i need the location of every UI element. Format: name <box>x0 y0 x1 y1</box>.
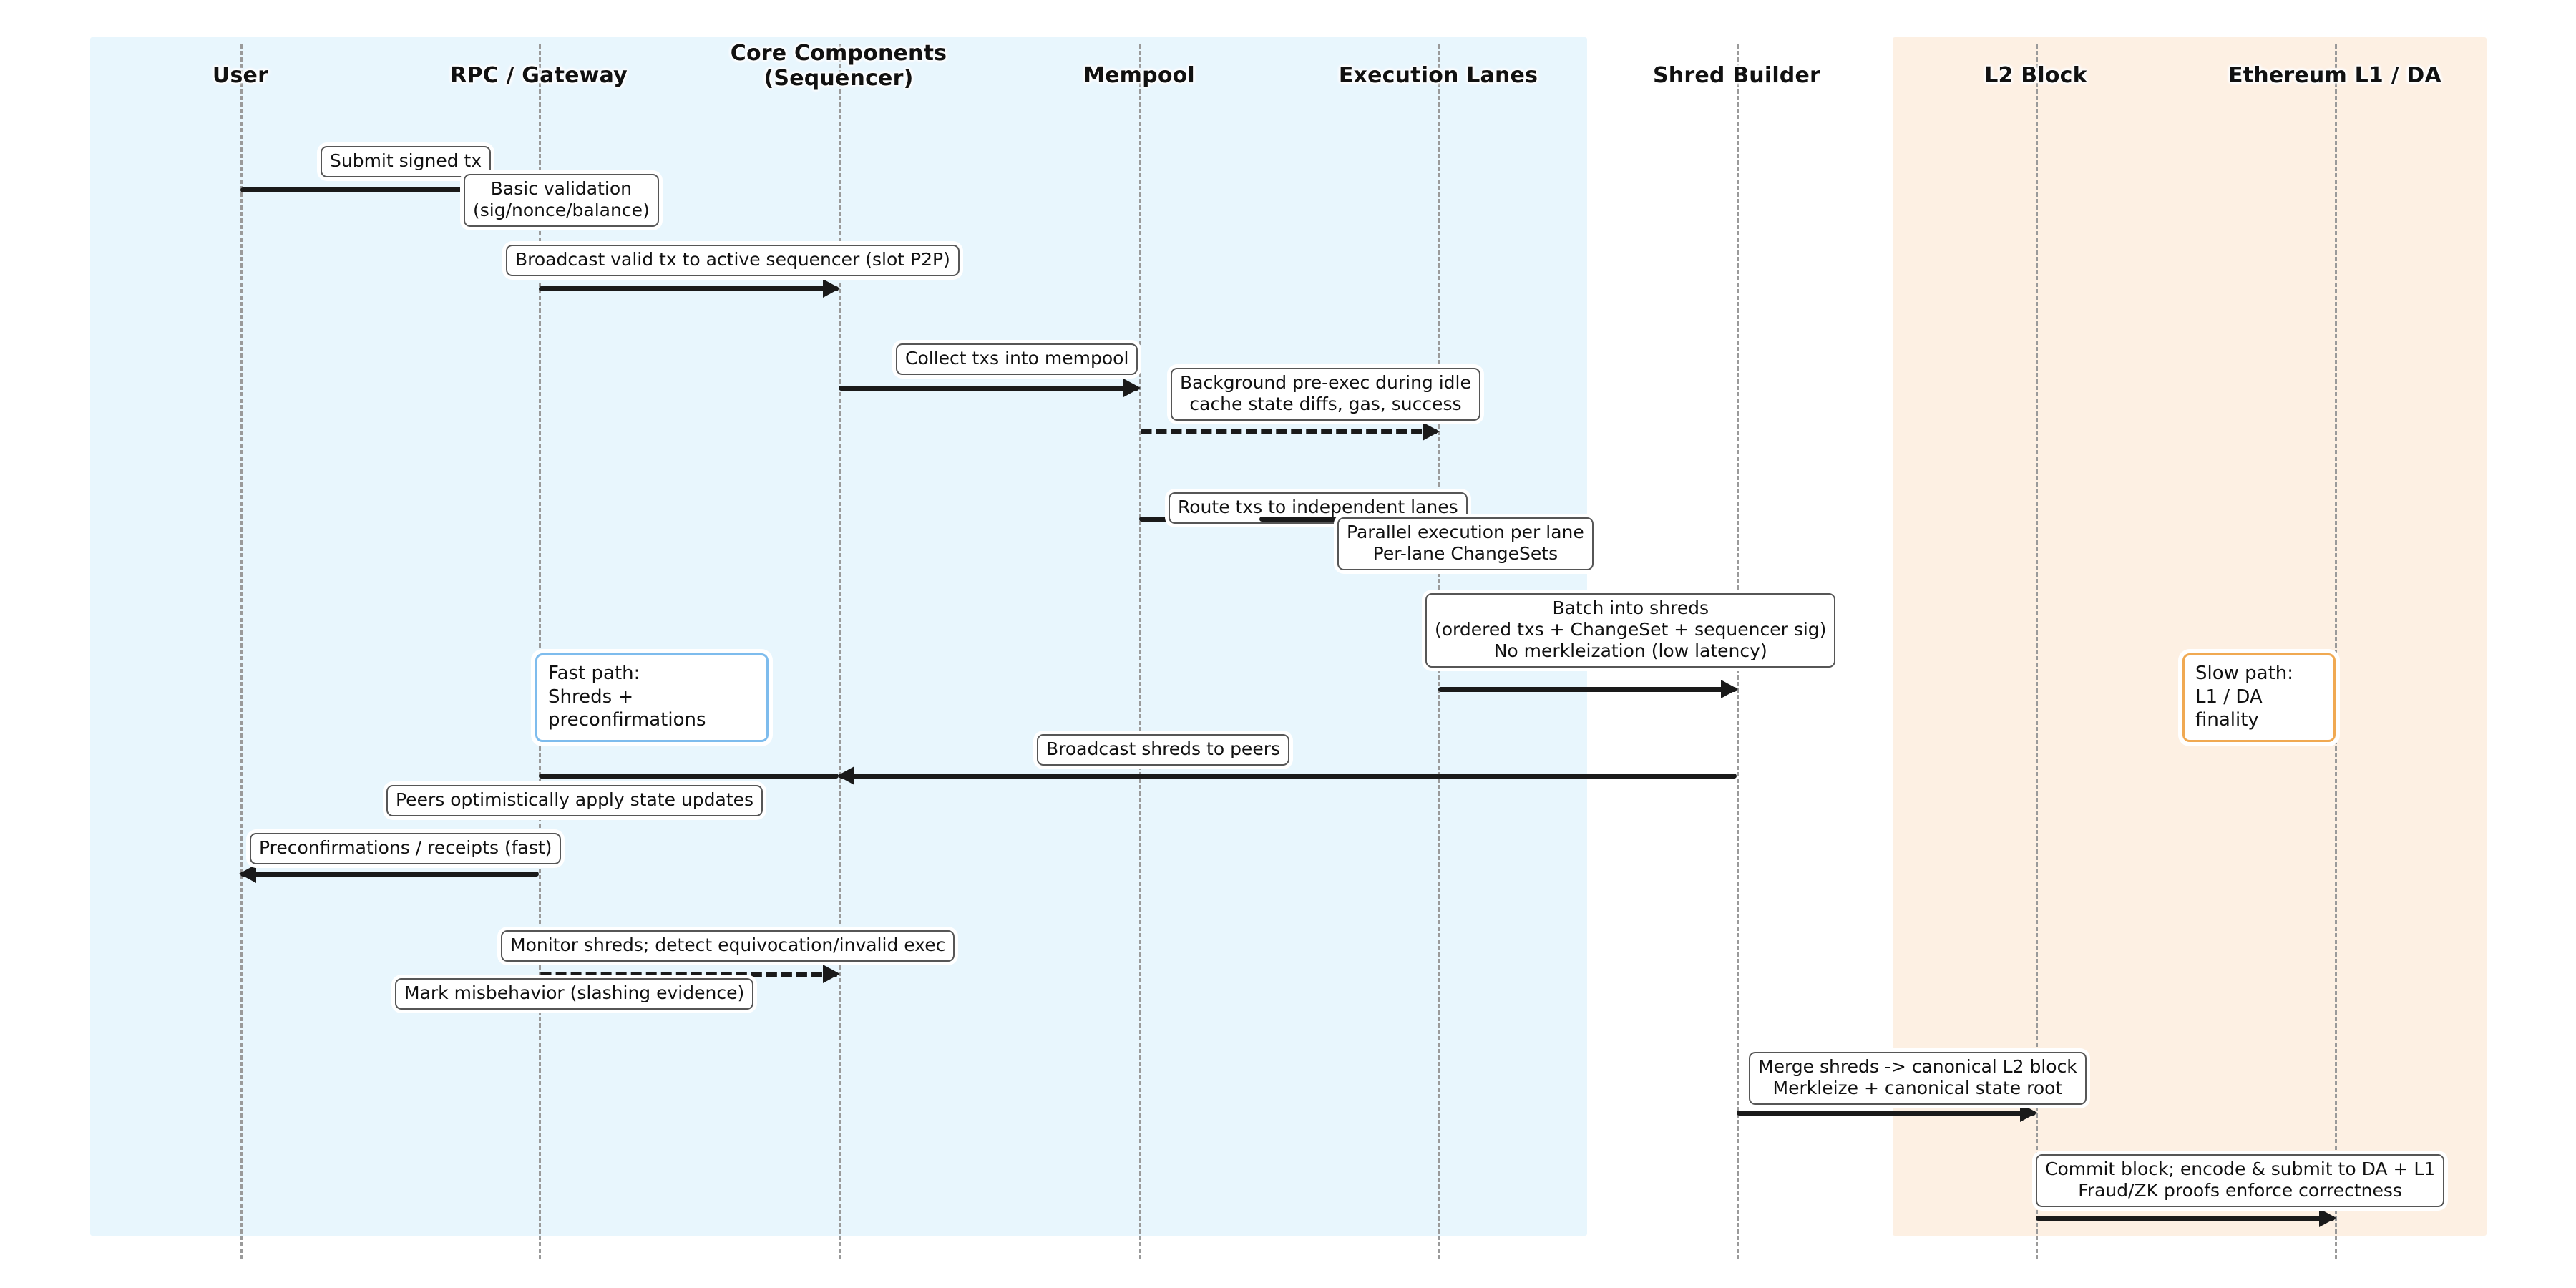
message-label-m15[interactable]: Commit block; encode & submit to DA + L1… <box>2036 1154 2445 1207</box>
lifeline-mempool <box>1139 44 1141 1259</box>
message-line-m14 <box>1737 1111 2036 1116</box>
message-label-m13[interactable]: Mark misbehavior (slashing evidence) <box>395 978 754 1010</box>
lifeline-l1da <box>2335 44 2337 1259</box>
arrowhead-m4 <box>1123 379 1141 397</box>
arrowhead-m3 <box>823 279 840 298</box>
arrowhead-m5 <box>1423 422 1440 441</box>
arrowhead-m15 <box>2319 1209 2336 1227</box>
message-line-m12 <box>539 972 839 977</box>
actor-label-l2block[interactable]: L2 Block <box>1984 63 2087 88</box>
note-n1[interactable]: Fast path: Shreds + preconfirmations <box>535 653 769 742</box>
message-label-m14[interactable]: Merge shreds -> canonical L2 block Merkl… <box>1749 1052 2087 1105</box>
message-line-m2 <box>360 187 539 192</box>
message-label-m9[interactable]: Broadcast shreds to peers <box>1037 734 1290 766</box>
message-line-m10 <box>539 774 839 779</box>
message-label-m10[interactable]: Peers optimistically apply state updates <box>386 785 763 816</box>
message-label-m8[interactable]: Batch into shreds (ordered txs + ChangeS… <box>1425 593 1836 668</box>
message-label-m5[interactable]: Background pre-exec during idle cache st… <box>1171 368 1480 421</box>
note-n2[interactable]: Slow path: L1 / DA finality <box>2182 653 2336 742</box>
message-label-m12[interactable]: Monitor shreds; detect equivocation/inva… <box>501 930 955 962</box>
arrowhead-m8 <box>1721 680 1738 698</box>
arrowhead-m12 <box>823 965 840 983</box>
message-label-m4[interactable]: Collect txs into mempool <box>896 343 1138 375</box>
actor-label-l1da[interactable]: Ethereum L1 / DA <box>2228 63 2441 88</box>
message-line-m5 <box>1139 429 1438 434</box>
message-line-m8 <box>1438 687 1737 692</box>
message-line-m11 <box>240 872 539 877</box>
arrowhead-m14 <box>2020 1103 2037 1122</box>
slow-path-band <box>1893 37 2487 1236</box>
lifeline-rpc <box>539 44 541 1259</box>
actor-label-lanes[interactable]: Execution Lanes <box>1338 63 1538 88</box>
actor-label-sequencer[interactable]: Core Components (Sequencer) <box>730 41 947 92</box>
lifeline-user <box>240 44 243 1259</box>
arrowhead-m9 <box>837 766 854 785</box>
message-label-m6[interactable]: Route txs to independent lanes <box>1169 492 1468 524</box>
message-label-m2[interactable]: Basic validation (sig/nonce/balance) <box>464 174 659 227</box>
message-line-m15 <box>2036 1216 2335 1221</box>
message-label-m7[interactable]: Parallel execution per lane Per-lane Cha… <box>1337 517 1594 570</box>
actor-label-user[interactable]: User <box>212 63 269 88</box>
lifeline-sequencer <box>839 44 841 1259</box>
message-line-m4 <box>839 386 1139 391</box>
message-line-m9 <box>839 774 1737 779</box>
actor-label-rpc[interactable]: RPC / Gateway <box>450 63 628 88</box>
actor-label-shred[interactable]: Shred Builder <box>1652 63 1821 88</box>
arrowhead-m11 <box>239 864 256 883</box>
actor-label-mempool[interactable]: Mempool <box>1083 63 1195 88</box>
message-line-m3 <box>539 286 839 291</box>
message-label-m11[interactable]: Preconfirmations / receipts (fast) <box>250 833 562 864</box>
message-label-m3[interactable]: Broadcast valid tx to active sequencer (… <box>506 245 960 276</box>
message-label-m1[interactable]: Submit signed tx <box>321 146 492 177</box>
lifeline-l2block <box>2036 44 2038 1259</box>
